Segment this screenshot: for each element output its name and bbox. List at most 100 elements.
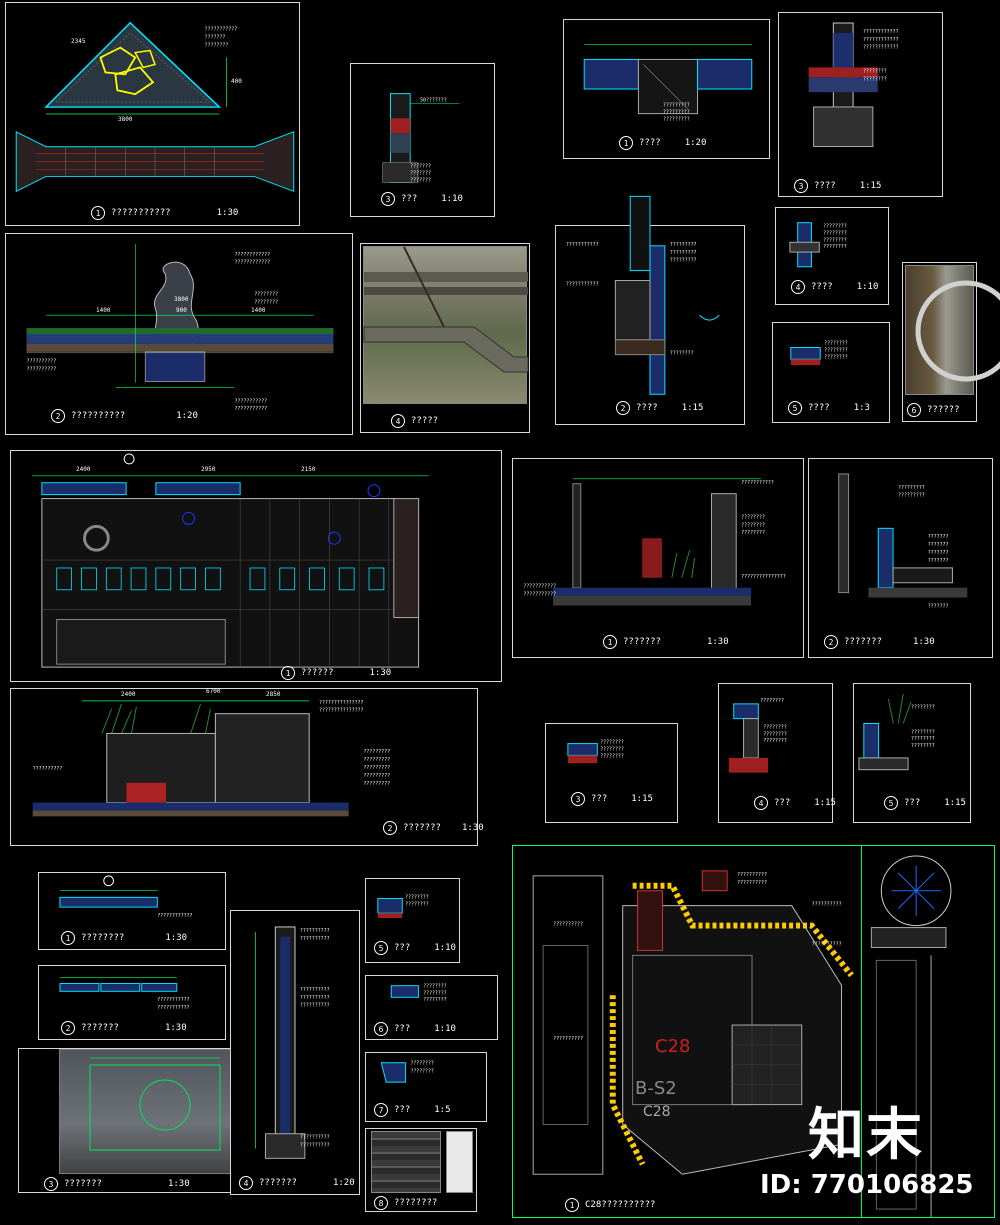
drawing-title: 1 C28?????????? <box>565 1198 655 1212</box>
drawing-name: ????? <box>411 416 439 426</box>
drawing-number: 5 <box>788 401 802 415</box>
drawing-scale: 1:3 <box>853 403 870 413</box>
svg-text:??????????: ?????????? <box>737 872 767 878</box>
drawing-scale: 1:15 <box>631 794 653 804</box>
svg-text:???????: ??????? <box>410 171 431 177</box>
drawing-title: 1 ??????????? 1:30 <box>91 206 238 220</box>
drawing-title: 7 ??? 1:5 <box>374 1103 451 1117</box>
drawing-wall-section: ??????????????????????????? ????????????… <box>566 195 720 395</box>
sheet-bl-3: 3 ??????? 1:30 <box>18 1048 251 1193</box>
svg-text:????????: ???????? <box>763 738 787 744</box>
drawing-number: 5 <box>374 941 388 955</box>
drawing-courtyard-section: ?????????????????????????????? ?????????… <box>32 700 390 817</box>
svg-text:???????????: ??????????? <box>523 592 556 598</box>
sheet-bl-2: ?????????????????????? 2 ??????? 1:30 <box>38 965 226 1040</box>
drawing-name: ???? <box>639 138 661 148</box>
dim: 1400 <box>96 307 111 314</box>
svg-text:????????: ???????? <box>423 997 446 1003</box>
svg-text:??????????: ?????????? <box>553 1036 583 1042</box>
svg-text:????????: ???????? <box>823 237 847 243</box>
sheet-photo-4: 4 ????? <box>360 243 530 433</box>
drawing-scale: 1:30 <box>165 933 188 943</box>
svg-text:???????????: ??????????? <box>157 1005 189 1011</box>
drawing-scale: 1:30 <box>912 637 935 647</box>
sheet-ml-1: 2400 2950 2150 1 ?????? 1:30 <box>10 450 502 682</box>
svg-text:????????: ???????? <box>423 990 446 996</box>
drawing-number: 1 <box>565 1198 579 1212</box>
drawing-title: 2 ?????????? 1:20 <box>51 409 198 423</box>
svg-text:???????: ??????? <box>410 164 431 170</box>
drawing-number: 8 <box>374 1196 388 1210</box>
drawing-number: 2 <box>383 821 397 835</box>
label-spec: ??????????? <box>205 27 238 33</box>
drawing-name: ?????????? <box>71 411 126 421</box>
svg-text:????????: ???????? <box>600 746 624 752</box>
svg-text:????????????: ???????????? <box>234 260 270 266</box>
drawing-scale: 1:30 <box>706 637 729 647</box>
drawing-triangle-planter-plan: ??????????? ??????? ???????? <box>15 21 295 193</box>
sheet-tr-2: ??????????????????????????? ????????????… <box>555 195 745 425</box>
drawing-number: 4 <box>791 280 805 294</box>
drawing-name: ??????? <box>623 637 661 647</box>
svg-text:???????????: ??????????? <box>741 480 774 486</box>
sheet-mr-4: ???????????????????????????????? 4 ??? 1… <box>718 683 836 823</box>
drawing-title: 5 ??? 1:10 <box>374 941 456 955</box>
drawing-scale: 1:20 <box>684 138 707 148</box>
svg-text:50???????: 50??????? <box>420 98 447 104</box>
svg-text:???????: ??????? <box>928 542 949 548</box>
drawing-detail-5: ???????????????? <box>377 895 429 919</box>
svg-text:????????: ???????? <box>824 341 848 347</box>
svg-text:????????: ???????? <box>254 299 278 305</box>
drawing-title: 2 ???? 1:15 <box>616 401 703 415</box>
drawing-scale: 1:30 <box>167 1179 190 1189</box>
drawing-step-detail: ???????????????????????????????? <box>728 698 787 773</box>
svg-text:?????????: ????????? <box>663 103 690 109</box>
drawing-number: 7 <box>374 1103 388 1117</box>
sheet-bl-7: ???????????????? 7 ??? 1:5 <box>365 1052 487 1122</box>
svg-text:?????????: ????????? <box>663 117 690 123</box>
dim: 1400 <box>251 307 266 314</box>
drawing-title: 5 ???? 1:3 <box>788 401 870 415</box>
drawing-name: ???? <box>811 282 833 292</box>
svg-text:???????????: ??????????? <box>566 242 599 248</box>
svg-text:??????????: ?????????? <box>300 1135 330 1141</box>
svg-text:????????: ???????? <box>405 901 429 907</box>
drawing-name: ??? <box>591 794 608 804</box>
drawing-detail-7: ???????????????? <box>380 1061 434 1083</box>
drawing-name: ?????? <box>301 668 334 678</box>
drawing-cap-plan: ???????????? <box>59 875 193 919</box>
drawing-strip-plan: ?????????????????????? <box>59 977 190 1011</box>
svg-text:????????: ???????? <box>410 1068 433 1074</box>
svg-text:???????????: ??????????? <box>157 997 189 1003</box>
sheet-mr-1: ??????????????????????????? ????????????… <box>512 458 804 658</box>
drawing-title: 1 ???????? 1:30 <box>61 931 187 945</box>
drawing-scale: 1:30 <box>216 208 239 218</box>
svg-text:???????????: ??????????? <box>523 584 556 590</box>
drawing-name: ??? <box>774 798 791 808</box>
svg-text:??????????: ?????????? <box>27 367 57 373</box>
sheet-tr-1: ??????????????????????????? 1 ???? 1:20 <box>563 19 770 159</box>
drawing-title: 2 ??????? 1:30 <box>383 821 484 835</box>
svg-text:???????????????: ??????????????? <box>741 574 786 580</box>
drawing-planter-section: ??????????????????????????? ????????????… <box>523 478 786 606</box>
drawing-title: 3 ??????? 1:30 <box>44 1177 190 1191</box>
svg-text:??????????: ?????????? <box>300 1143 330 1149</box>
drawing-column-section: ???????????????????????????????????? ???… <box>808 22 899 147</box>
drawing-edge-detail: ???????????????????????? <box>567 740 624 764</box>
drawing-number: 2 <box>51 409 65 423</box>
sheet-tr-5: ???????????????????????? 5 ???? 1:3 <box>772 322 890 423</box>
drawing-scale: 1:20 <box>176 411 198 421</box>
svg-text:???????????????: ??????????????? <box>319 700 363 706</box>
dim-depth: 400 <box>231 78 242 85</box>
sheet-tr-3: ???????????????????????????????????? ???… <box>778 12 943 197</box>
drawing-title: 2 ??????? 1:30 <box>824 635 935 649</box>
drawing-title: 4 ????? <box>391 414 438 428</box>
building-label-c28-top: C28 <box>655 1036 691 1057</box>
drawing-title: 4 ??? 1:15 <box>754 796 836 810</box>
drawing-name: ???? <box>636 403 658 413</box>
sheet-bl-5: ???????????????? 5 ??? 1:10 <box>365 878 460 963</box>
sheet-bl-4: ?????????????????????????????? ?????????… <box>230 910 360 1195</box>
svg-text:?????????: ????????? <box>898 485 925 491</box>
drawing-number: 6 <box>374 1022 388 1036</box>
drawing-name: ?????? <box>927 405 960 415</box>
